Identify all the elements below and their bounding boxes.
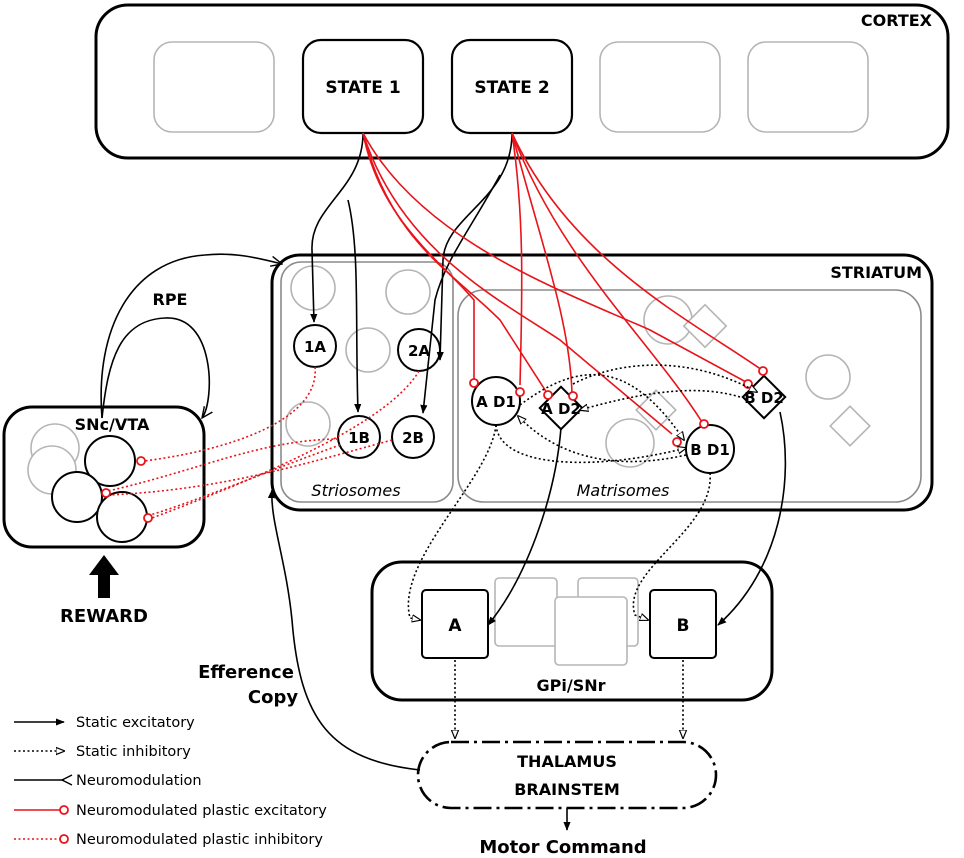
striatum-region: STRIATUM Striosomes Matrisomes 1A 2A 1B	[270, 253, 934, 512]
neuron-1b: 1B	[337, 415, 381, 459]
dopamine-neuron-2	[51, 471, 103, 523]
svg-text:Neuromodulated plastic inhibit: Neuromodulated plastic inhibitory	[76, 832, 323, 848]
svg-text:2A: 2A	[408, 342, 430, 360]
gpi-snr-label: GPi/SNr	[537, 676, 606, 695]
legend-static-excitatory: Static excitatory	[14, 715, 195, 731]
striosomes-compartment	[280, 261, 454, 503]
svg-text:2B: 2B	[402, 429, 424, 447]
svg-text:B: B	[677, 616, 690, 636]
svg-text:1A: 1A	[304, 338, 326, 356]
svg-text:Static excitatory: Static excitatory	[76, 715, 195, 731]
cortex-label: CORTEX	[861, 11, 933, 30]
matrisomes-compartment	[457, 289, 922, 503]
svg-text:A: A	[448, 616, 462, 636]
svg-text:B D1: B D1	[690, 441, 730, 459]
cortex-region: CORTEX STATE 1 STATE 2	[94, 3, 950, 160]
svg-text:Neuromodulated plastic excitat: Neuromodulated plastic excitatory	[76, 803, 327, 819]
neuron-2b: 2B	[391, 415, 435, 459]
efference-label-line1: Efference	[198, 662, 294, 683]
legend-static-inhibitory: Static inhibitory	[14, 744, 191, 760]
matrisomes-label: Matrisomes	[577, 481, 670, 500]
gpi-node-b: B	[649, 589, 717, 659]
brainstem-label: BRAINSTEM	[514, 780, 620, 799]
legend-plastic-inhibitory: Neuromodulated plastic inhibitory	[14, 832, 323, 848]
svg-text:A D2: A D2	[541, 400, 581, 418]
legend: Static excitatory Static inhibitory Neur…	[14, 715, 327, 848]
neuron-2a: 2A	[397, 328, 441, 372]
reward-label: REWARD	[60, 606, 148, 627]
reward-arrow-icon	[89, 555, 119, 598]
svg-text:1B: 1B	[348, 429, 370, 447]
neuron-a-d1: A D1	[471, 376, 521, 426]
gpi-snr-region: A B GPi/SNr	[370, 560, 774, 702]
connections: RPE	[100, 132, 787, 831]
rpe-label: RPE	[153, 290, 188, 309]
svg-text:A D1: A D1	[476, 393, 516, 411]
efference-label-line2: Copy	[248, 687, 298, 708]
gpi-node-a: A	[421, 589, 489, 659]
neuron-b-d1: B D1	[685, 424, 735, 474]
thalamus-label: THALAMUS	[517, 752, 617, 771]
svg-text:B D2: B D2	[744, 389, 784, 407]
state1-node: STATE 1	[301, 38, 425, 135]
thalamus-brainstem-region: THALAMUS BRAINSTEM	[416, 740, 718, 810]
motor-command-label: Motor Command	[479, 837, 646, 858]
state2-node: STATE 2	[450, 38, 574, 135]
snc-vta-region: SNc/VTA	[2, 405, 206, 549]
striatum-label: STRIATUM	[830, 263, 922, 282]
svg-text:STATE 1: STATE 1	[325, 78, 400, 98]
svg-text:Static inhibitory: Static inhibitory	[76, 744, 191, 760]
neuron-1a: 1A	[293, 324, 337, 368]
legend-neuromodulation: Neuromodulation	[14, 773, 202, 789]
dopamine-neuron-3	[96, 491, 148, 543]
striosomes-label: Striosomes	[311, 481, 400, 500]
svg-text:Neuromodulation: Neuromodulation	[76, 773, 202, 789]
snc-vta-label: SNc/VTA	[75, 415, 150, 434]
legend-plastic-excitatory: Neuromodulated plastic excitatory	[14, 803, 327, 819]
dopamine-neuron-1	[84, 435, 136, 487]
svg-text:STATE 2: STATE 2	[474, 78, 549, 98]
